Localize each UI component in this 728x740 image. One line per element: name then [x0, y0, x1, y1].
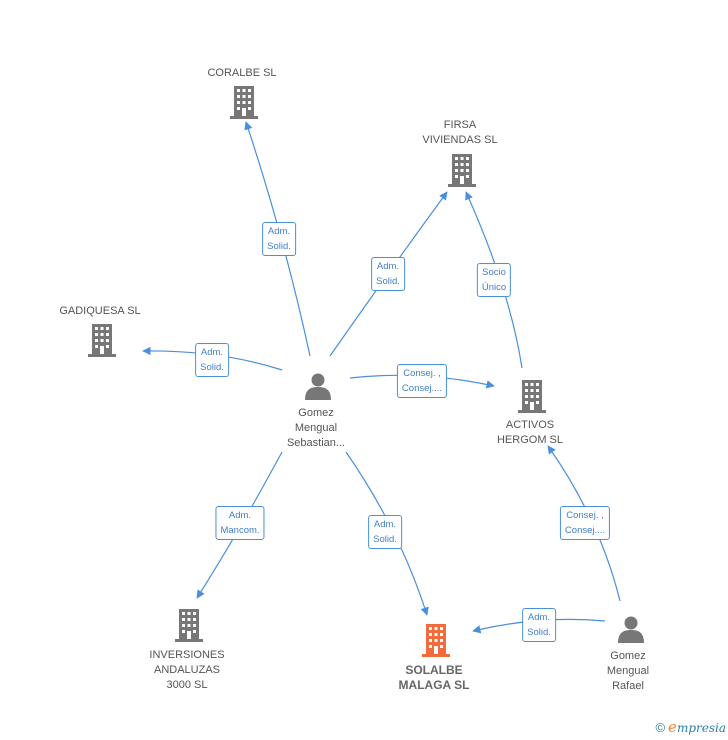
brand-mark: e: [668, 718, 677, 736]
node-label-line: Gomez: [610, 650, 646, 662]
node-label-line: FIRSA: [443, 119, 477, 131]
node-label-activos[interactable]: ACTIVOS HERGOM SL: [497, 418, 563, 448]
node-label-line: ANDALUZAS: [153, 664, 221, 676]
building-icon[interactable]: [448, 154, 476, 187]
edge-label-line: Solid.: [200, 362, 224, 373]
edge-label-line: Solid.: [527, 627, 551, 638]
person-icon[interactable]: [305, 373, 331, 401]
edge-label[interactable]: Adm. Solid.: [522, 608, 556, 642]
building-icon[interactable]: [230, 86, 258, 119]
brand-name: mpresia: [676, 721, 726, 735]
node-label-line: SOLALBE: [405, 663, 463, 677]
node-label-line: HERGOM SL: [496, 434, 564, 446]
edge-label-line: Solid.: [373, 534, 397, 545]
edge-label-line: Consej. ,: [403, 368, 441, 379]
edge-label-line: Consej....: [564, 525, 606, 536]
edge-label-line: Adm.: [228, 510, 252, 521]
node-label-line: CORALBE SL: [207, 67, 277, 79]
edge-label[interactable]: Adm. Mancom.: [215, 506, 265, 540]
node-label-coralbe[interactable]: CORALBE SL: [207, 66, 276, 81]
edge-label-line: Adm.: [527, 612, 551, 623]
edge-label[interactable]: Adm. Solid.: [262, 222, 296, 256]
edge-label-line: Adm.: [373, 519, 397, 530]
node-label-line: Gomez: [298, 407, 334, 419]
person-icon[interactable]: [618, 616, 644, 644]
edge-label-line: Adm.: [200, 347, 224, 358]
node-label-line: ACTIVOS: [505, 419, 555, 431]
building-icon[interactable]: [88, 324, 116, 357]
node-label-line: 3000 SL: [166, 679, 208, 691]
edge-label-line: Único: [481, 282, 507, 293]
edge-label[interactable]: Adm. Solid.: [368, 515, 402, 549]
edge-label-line: Socio: [482, 267, 506, 278]
node-label-line: INVERSIONES: [149, 649, 225, 661]
node-label-line: Mengual: [606, 665, 650, 677]
edge-label[interactable]: Adm. Solid.: [371, 257, 405, 291]
node-label-line: MALAGA SL: [398, 678, 470, 692]
node-label-line: VIVIENDAS SL: [422, 134, 498, 146]
node-label-line: Rafael: [612, 680, 644, 692]
edge-label-line: Adm.: [267, 226, 291, 237]
edge-label-line: Consej....: [401, 383, 443, 394]
edge-label-line: Solid.: [376, 276, 400, 287]
node-label-firsa[interactable]: FIRSA VIVIENDAS SL: [422, 118, 497, 148]
edge-label[interactable]: Adm. Solid.: [195, 343, 229, 377]
edge-label[interactable]: Consej. , Consej....: [396, 364, 448, 398]
node-label-inversiones[interactable]: INVERSIONES ANDALUZAS 3000 SL: [149, 648, 224, 693]
node-label-line: Mengual: [294, 422, 338, 434]
edge-label-line: Adm.: [376, 261, 400, 272]
node-label-gadiquesa[interactable]: GADIQUESA SL: [59, 304, 140, 319]
footer-brand: ©empresia: [655, 718, 726, 736]
edge-label-line: Mancom.: [220, 525, 260, 536]
copyright-icon: ©: [655, 720, 666, 735]
edge-label-line: Consej. ,: [566, 510, 604, 521]
node-label-line: Sebastian...: [286, 437, 346, 449]
node-label-line: GADIQUESA SL: [59, 305, 141, 317]
building-icon[interactable]: [175, 609, 203, 642]
edge-label[interactable]: Consej. , Consej....: [559, 506, 611, 540]
building-icon[interactable]: [422, 624, 450, 657]
building-icon[interactable]: [518, 380, 546, 413]
edge-label-line: Solid.: [267, 241, 291, 252]
